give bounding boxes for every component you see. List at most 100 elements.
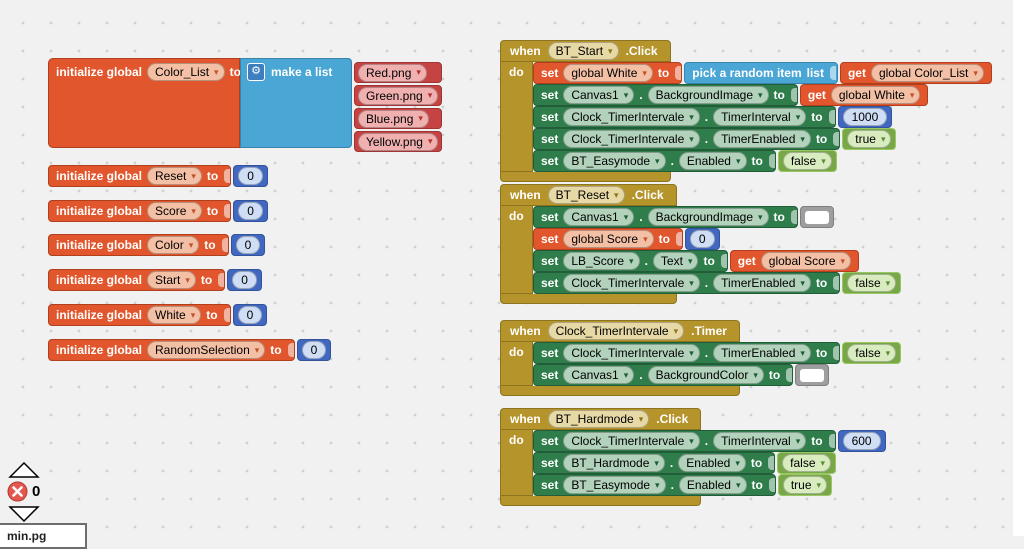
math-number-block[interactable]: 1000 bbox=[837, 106, 893, 128]
logic-block[interactable]: false▾ bbox=[842, 272, 902, 294]
text-dropdown[interactable]: Red.png▾ bbox=[358, 63, 427, 82]
math-number-block[interactable]: 0 bbox=[233, 200, 268, 222]
component-dropdown[interactable]: Canvas1▾ bbox=[563, 208, 635, 226]
logic-block[interactable]: false▾ bbox=[777, 452, 837, 474]
property-dropdown[interactable]: TimerInterval▾ bbox=[713, 432, 807, 450]
math-number-block[interactable]: 0 bbox=[296, 339, 332, 361]
logic-dropdown[interactable]: true▾ bbox=[847, 130, 892, 148]
logic-block[interactable]: false▾ bbox=[842, 342, 902, 364]
logic-block[interactable]: false▾ bbox=[777, 150, 837, 172]
variable-name-field[interactable]: White▾ bbox=[147, 306, 202, 324]
event-component-dropdown[interactable]: BT_Hardmode▾ bbox=[547, 410, 650, 428]
property-dropdown[interactable]: Enabled▾ bbox=[678, 454, 746, 472]
empty-color-block[interactable] bbox=[795, 364, 830, 386]
logic-block[interactable]: true▾ bbox=[777, 474, 833, 496]
text-dropdown[interactable]: Blue.png▾ bbox=[358, 109, 429, 128]
property-dropdown[interactable]: BackgroundImage▾ bbox=[647, 208, 769, 226]
math-number-block[interactable]: 0 bbox=[230, 234, 266, 256]
logic-block[interactable]: true▾ bbox=[842, 128, 897, 150]
component-dropdown[interactable]: BT_Hardmode▾ bbox=[563, 454, 665, 472]
variable-name-field[interactable]: RandomSelection▾ bbox=[147, 341, 266, 359]
variable-name-field[interactable]: Start▾ bbox=[147, 271, 196, 289]
property-dropdown[interactable]: BackgroundColor▾ bbox=[647, 366, 764, 384]
logic-dropdown[interactable]: true▾ bbox=[782, 476, 828, 494]
property-dropdown[interactable]: TimerEnabled▾ bbox=[713, 344, 811, 362]
component-dropdown[interactable]: LB_Score▾ bbox=[563, 252, 640, 270]
property-dropdown[interactable]: Enabled▾ bbox=[678, 476, 747, 494]
logic-dropdown[interactable]: false▾ bbox=[847, 344, 897, 362]
component-dropdown[interactable]: Clock_TimerIntervale▾ bbox=[563, 108, 700, 126]
variable-name-field[interactable]: Color▾ bbox=[147, 236, 200, 254]
text-block-yellow-png[interactable]: Yellow.png▾ bbox=[354, 131, 443, 152]
empty-color-block[interactable] bbox=[799, 206, 834, 228]
component-dropdown[interactable]: BT_Easymode▾ bbox=[563, 476, 666, 494]
variable-dropdown[interactable]: global Score▾ bbox=[760, 252, 852, 270]
event-component-dropdown[interactable]: BT_Start▾ bbox=[547, 42, 619, 60]
property-dropdown[interactable]: Enabled▾ bbox=[678, 152, 747, 170]
text-dropdown[interactable]: Green.png▾ bbox=[358, 86, 439, 105]
text-block-red-png[interactable]: Red.png▾ bbox=[354, 62, 443, 83]
logic-dropdown[interactable]: false▾ bbox=[847, 274, 897, 292]
variable-dropdown[interactable]: global White▾ bbox=[830, 86, 921, 104]
text-block-blue-png[interactable]: Blue.png▾ bbox=[354, 108, 443, 129]
math-number-block[interactable]: 0 bbox=[233, 165, 268, 187]
math-number-block[interactable]: 600 bbox=[837, 430, 886, 452]
collapse-blocks-arrow-icon[interactable] bbox=[8, 461, 40, 479]
event-component-dropdown[interactable]: BT_Reset▾ bbox=[547, 186, 625, 204]
component-dropdown[interactable]: Clock_TimerIntervale▾ bbox=[563, 432, 700, 450]
logic-dropdown[interactable]: false▾ bbox=[782, 152, 832, 170]
mutator-gear-icon[interactable]: ⚙ bbox=[247, 63, 265, 81]
expand-blocks-arrow-icon[interactable] bbox=[8, 505, 40, 523]
component-dropdown[interactable]: BT_Easymode▾ bbox=[563, 152, 666, 170]
variable-name-field[interactable]: Score▾ bbox=[147, 202, 202, 220]
math-number-block[interactable]: 0 bbox=[684, 228, 720, 250]
text-dropdown[interactable]: Yellow.png▾ bbox=[358, 132, 439, 151]
component-dropdown[interactable]: Canvas1▾ bbox=[563, 366, 635, 384]
component-dropdown[interactable]: Clock_TimerIntervale▾ bbox=[563, 130, 700, 148]
variable-dropdown[interactable]: global Color_List▾ bbox=[870, 64, 984, 82]
block-make-a-list[interactable]: ⚙make a list bbox=[240, 58, 352, 148]
logic-dropdown[interactable]: false▾ bbox=[782, 454, 832, 472]
math-number-block[interactable]: 0 bbox=[232, 304, 268, 326]
variable-name-field[interactable]: Reset▾ bbox=[147, 167, 202, 185]
event-component-dropdown[interactable]: Clock_TimerIntervale▾ bbox=[547, 322, 685, 340]
property-dropdown[interactable]: BackgroundImage▾ bbox=[647, 86, 769, 104]
property-dropdown[interactable]: TimerEnabled▾ bbox=[713, 274, 811, 292]
component-dropdown[interactable]: Clock_TimerIntervale▾ bbox=[563, 344, 700, 362]
property-dropdown[interactable]: Text▾ bbox=[652, 252, 699, 270]
component-dropdown[interactable]: Clock_TimerIntervale▾ bbox=[563, 274, 700, 292]
